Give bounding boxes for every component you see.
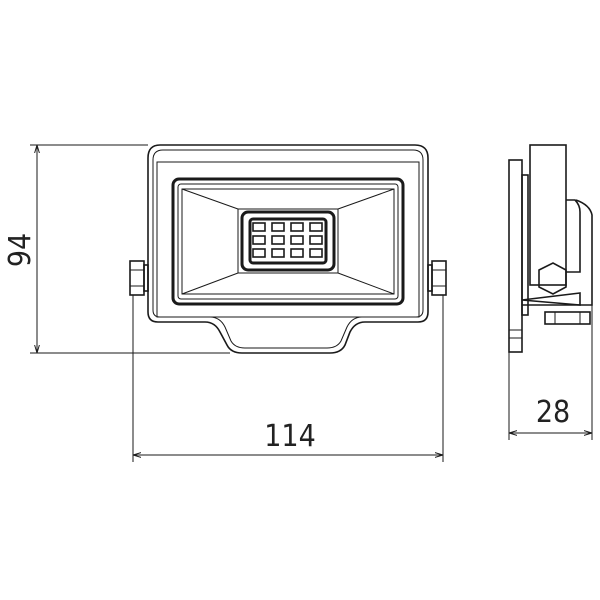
led-chip (271, 222, 285, 232)
led-chip (290, 248, 304, 258)
dimension-lines (30, 144, 593, 462)
led-chip (271, 235, 285, 245)
width-dimension-label: 114 (264, 419, 316, 454)
led-chip (290, 222, 304, 232)
led-chip (309, 222, 323, 232)
led-chip (252, 222, 266, 232)
led-chip (309, 248, 323, 258)
left-bracket (129, 260, 149, 296)
led-module (240, 210, 336, 272)
led-chip (309, 235, 323, 245)
side-view (508, 144, 593, 353)
inner-frame (156, 161, 420, 318)
led-chip (271, 248, 285, 258)
front-view (129, 144, 447, 354)
depth-dimension-label: 28 (536, 395, 570, 430)
led-chip (290, 235, 304, 245)
led-grid (252, 222, 323, 258)
right-bracket (427, 260, 447, 296)
led-chip (252, 235, 266, 245)
housing-outline (147, 144, 429, 354)
lens-frame (171, 177, 405, 306)
height-dimension-label: 94 (3, 233, 38, 267)
led-chip (252, 248, 266, 258)
